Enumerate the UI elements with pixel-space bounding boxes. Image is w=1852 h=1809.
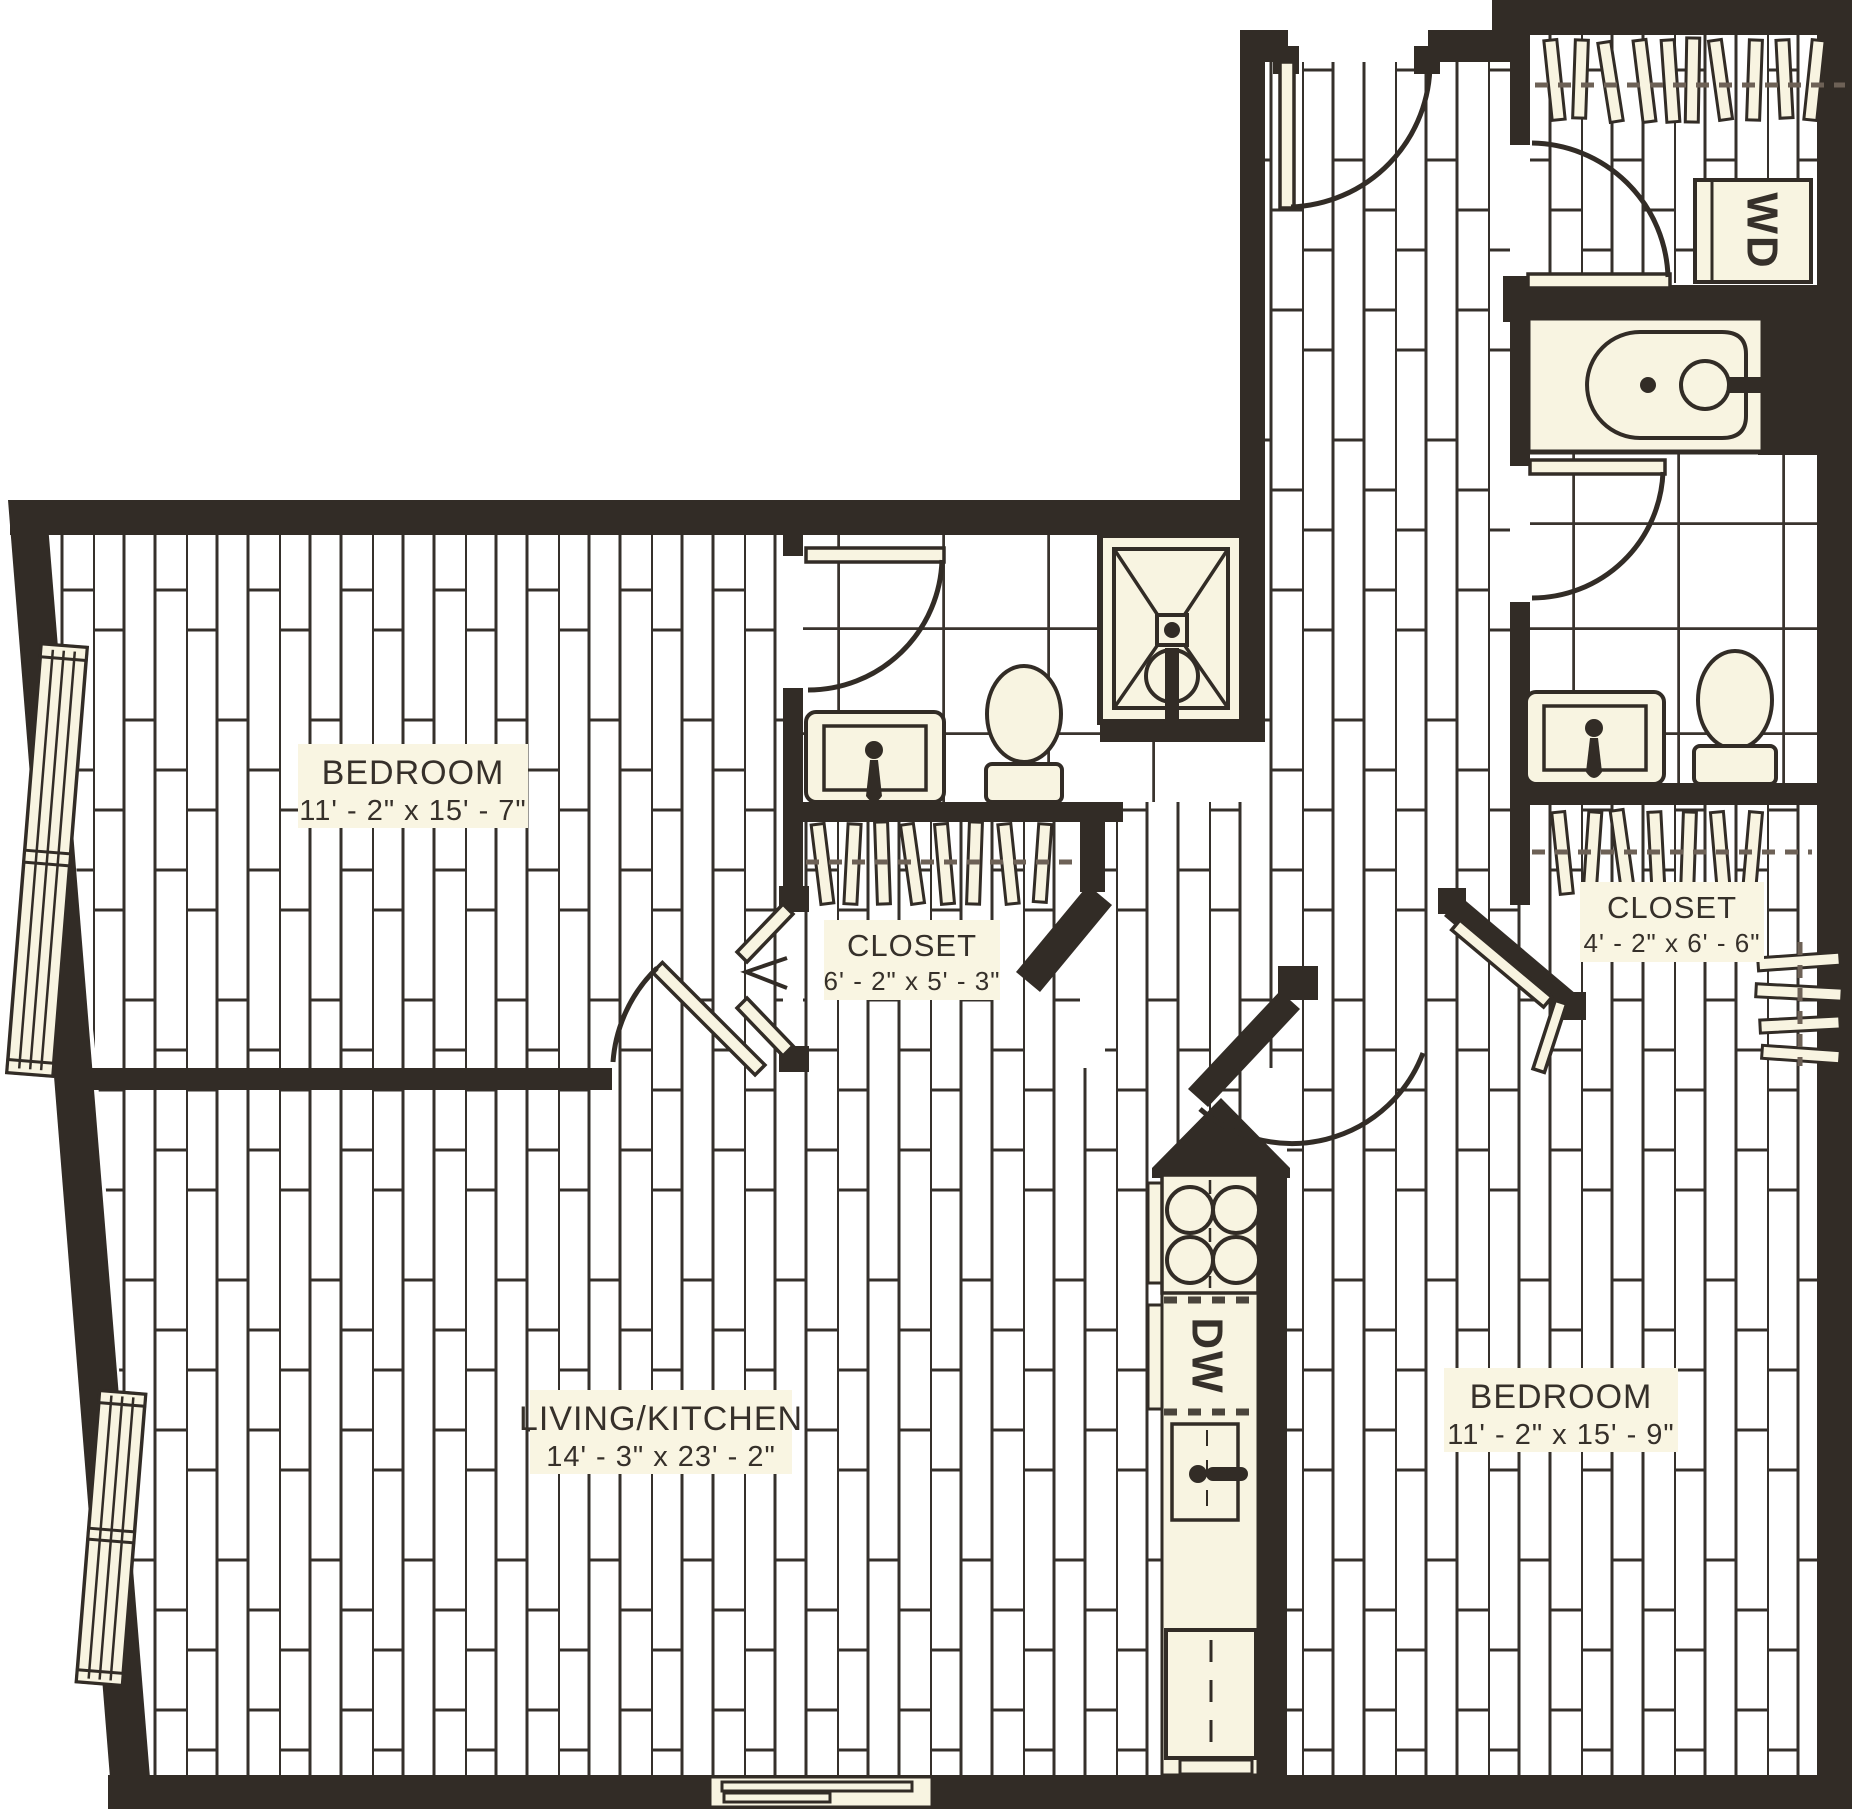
wd-closet-door [1526, 140, 1672, 290]
closet2-angled-wall [1444, 896, 1576, 1014]
closet1-label: CLOSET 6' - 2" x 5' - 3" [824, 920, 1001, 1000]
shower-stem [1165, 648, 1179, 722]
bedroom1-east-wall-b [783, 688, 803, 905]
closet1-hangers [806, 820, 1082, 907]
kitchen-sink [1170, 1422, 1248, 1522]
bedroom2-label: BEDROOM 11' - 2" x 15' - 9" [1444, 1368, 1678, 1452]
room-title: CLOSET [847, 928, 977, 963]
window-pair-lower [74, 1388, 148, 1688]
room-dimensions: 11' - 2" x 15' - 9" [1447, 1419, 1674, 1451]
wd-closet-hangers [1535, 36, 1845, 125]
kitchen-counter: DW [1146, 1170, 1261, 1777]
washer-dryer-label: WD [1738, 192, 1787, 269]
faucet-handle [1586, 738, 1602, 778]
dishwasher-label: DW [1183, 1317, 1232, 1394]
window-pair-upper [4, 641, 90, 1079]
entry-door [1278, 60, 1433, 210]
bath1-sink [804, 710, 946, 804]
washer-dryer: WD [1693, 178, 1813, 284]
closet2-label: CLOSET 4' - 2" x 6' - 6" [1580, 882, 1764, 962]
room-dimensions: 11' - 2" x 15' - 7" [299, 795, 526, 827]
shower-control [1144, 648, 1200, 704]
bedroom1-door [610, 960, 768, 1078]
room-title: CLOSET [1607, 890, 1737, 925]
dishwasher: DW [1164, 1296, 1256, 1416]
tub-faucet [1679, 359, 1731, 411]
room-dimensions: 4' - 2" x 6' - 6" [1584, 928, 1761, 958]
closet2-wall-anchor-a [1438, 888, 1466, 914]
bathtub [1525, 315, 1825, 455]
cabinet-strip-a [1146, 1181, 1164, 1285]
room-title: BEDROOM [322, 754, 505, 792]
room-title: BEDROOM [1470, 1378, 1653, 1416]
room-labels: BEDROOM 11' - 2" x 15' - 7" LIVING/KITCH… [298, 744, 1764, 1474]
bedroom2-door-anchor [1278, 966, 1318, 1000]
refrigerator [1164, 1628, 1258, 1776]
bath2-left-wall-b [1510, 602, 1530, 905]
doors [610, 60, 1672, 1146]
shower [1097, 532, 1245, 725]
bedroom1-label: BEDROOM 11' - 2" x 15' - 7" [298, 744, 528, 828]
faucet-handle [866, 760, 882, 802]
bath1-toilet [984, 664, 1064, 804]
bedroom1-south-wall [60, 1068, 612, 1090]
shower-south-wall [1100, 722, 1242, 742]
room-dimensions: 14' - 3" x 23' - 2" [546, 1441, 776, 1473]
bath1-south-wall [783, 802, 1123, 822]
bath1-door [804, 546, 946, 693]
room-dimensions: 6' - 2" x 5' - 3" [824, 966, 1001, 996]
tub-side-fill [1758, 285, 1818, 455]
bath2-left-wall-a [1510, 318, 1530, 466]
bath2-sink [1524, 690, 1666, 786]
top-left-exterior-wall [10, 500, 1242, 535]
faucet-dot [1585, 719, 1603, 737]
entry-top-wall-right [1428, 30, 1512, 62]
shower-drain [1164, 622, 1180, 638]
bath2-toilet [1692, 649, 1778, 786]
hall-floor-upper [1265, 62, 1510, 905]
sliding-patio-door [708, 1775, 934, 1809]
right-exterior-wall [1817, 0, 1852, 1809]
entry-door-jamb2 [1414, 46, 1440, 74]
wd-closet-left-wall [1510, 35, 1530, 145]
kitchen-east-wall [1258, 1172, 1287, 1775]
closet1-chamfer-wall [1016, 885, 1112, 992]
living-kitchen-label: LIVING/KITCHEN 14' - 3" x 23' - 2" [519, 1390, 803, 1474]
tub-drain [1640, 377, 1656, 393]
stove [1160, 1173, 1261, 1295]
bedroom2-door [1198, 1052, 1426, 1146]
bedroom1-east-wall-a [783, 535, 803, 556]
bedroom2-door-wall [1188, 991, 1300, 1107]
closet1-east-wall [1080, 822, 1105, 892]
closet1-bifold-doors [734, 901, 796, 1059]
tub-faucet-bar [1705, 377, 1825, 393]
kitchen-wall-cap [1152, 1098, 1290, 1178]
cabinet-strip-b [1146, 1303, 1164, 1411]
faucet-dot [865, 741, 883, 759]
room-title: LIVING/KITCHEN [519, 1400, 803, 1438]
bottom-exterior-wall [108, 1775, 1852, 1809]
closet2-bifold-door [1449, 917, 1569, 1075]
bath2-door [1528, 458, 1667, 601]
top-right-exterior-wall [1492, 0, 1852, 35]
bath2-south-wall [1530, 783, 1817, 805]
